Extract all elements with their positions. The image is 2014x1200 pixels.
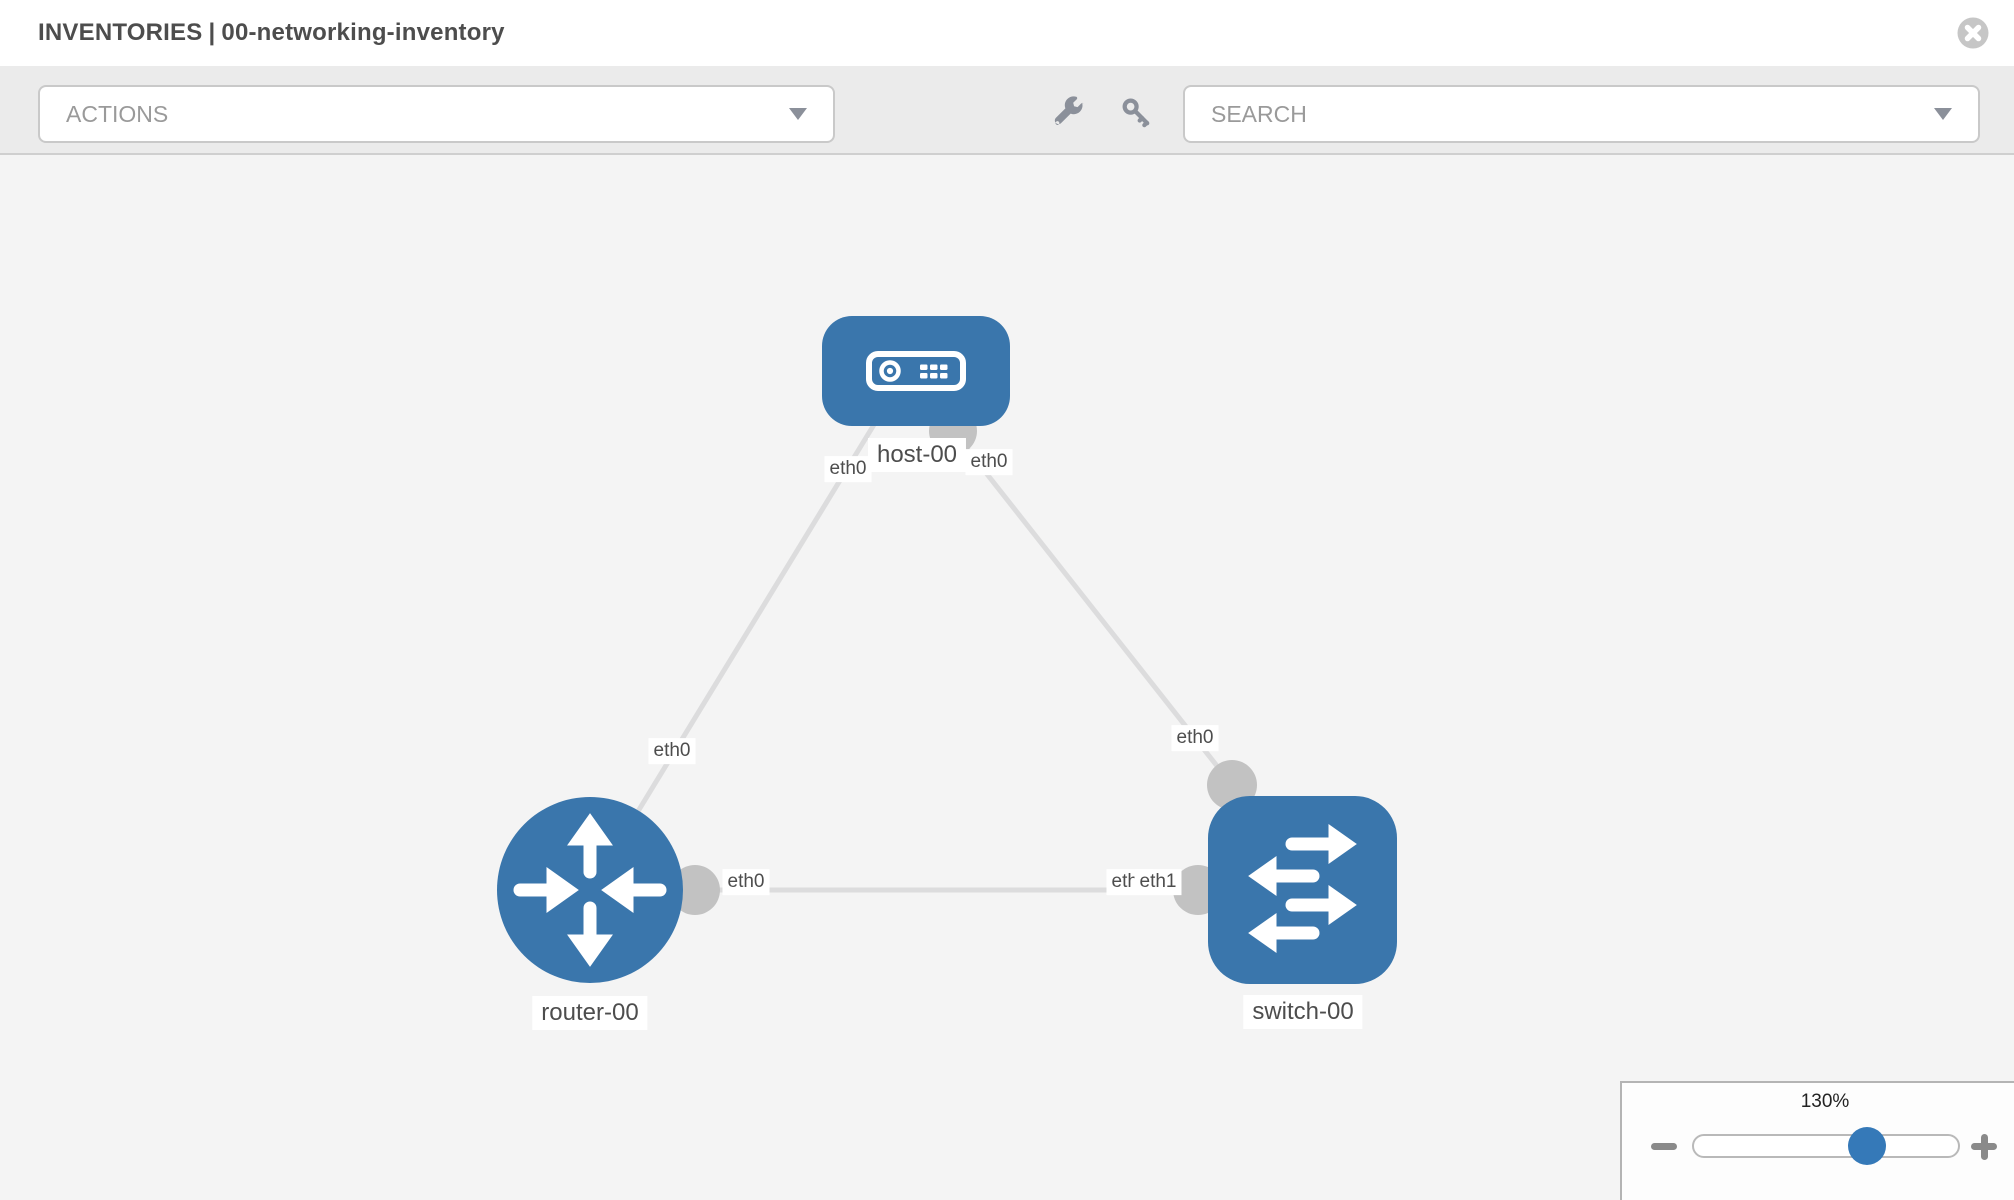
actions-dropdown[interactable]: ACTIONS [38,85,835,143]
minus-icon [1651,1143,1677,1150]
topology-canvas[interactable]: eth0 host-00 eth0 eth0 eth0 eth0 eth1 et… [0,155,2014,1200]
node-label-switch: switch-00 [1243,995,1363,1029]
page-header: INVENTORIES|00-networking-inventory [0,0,2014,66]
zoom-out-button[interactable] [1644,1123,1684,1169]
interface-label: eth0 [722,869,770,895]
search-input[interactable] [1211,100,1934,128]
wrench-icon [1054,96,1084,125]
node-host-00[interactable] [822,316,1010,426]
toolbar: ACTIONS [0,66,2014,155]
page-title: INVENTORIES|00-networking-inventory [38,19,511,47]
zoom-controls [1622,1123,2014,1169]
connector-dot [670,865,720,915]
node-router-00[interactable] [497,797,683,983]
breadcrumb[interactable]: INVENTORIES [38,19,203,46]
zoom-slider-handle[interactable] [1848,1127,1886,1165]
configure-button[interactable] [1046,90,1092,136]
host-icon [866,351,966,391]
interface-label: eth0 [824,456,872,482]
caret-down-icon [1934,108,1952,120]
router-icon [513,813,667,967]
zoom-panel: 130% [1620,1081,2014,1200]
node-label-host: host-00 [867,438,967,472]
interface-label: eth1 [1134,869,1182,895]
search-box[interactable] [1183,85,1980,143]
close-button[interactable] [1956,16,1990,50]
zoom-in-button[interactable] [1964,1123,2004,1169]
title-separator: | [208,19,216,46]
x-circle-icon [1957,17,1989,49]
actions-label: ACTIONS [66,100,169,127]
inventory-name: 00-networking-inventory [221,19,505,46]
node-label-router: router-00 [532,996,648,1030]
interface-label: eth0 [1171,725,1219,751]
zoom-level: 130% [1800,1091,1850,1112]
zoom-slider-track[interactable] [1692,1127,1960,1165]
key-icon [1122,98,1150,128]
key-button[interactable] [1114,90,1160,136]
node-switch-00[interactable] [1208,796,1397,984]
interface-label: eth0 [648,738,696,764]
switch-icon [1248,824,1357,953]
caret-down-icon [789,108,807,120]
interface-label: eth0 [965,449,1013,475]
